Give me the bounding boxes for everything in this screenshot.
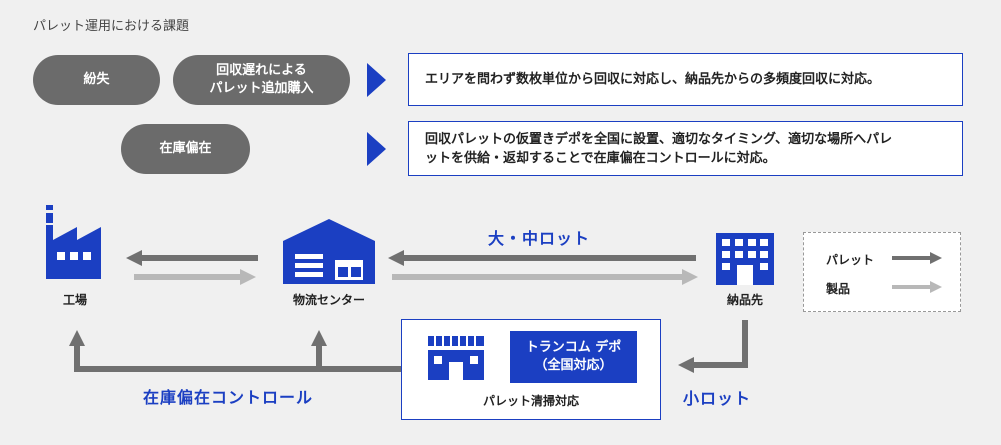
issue-stock-imbalance-pill: 在庫偏在 (121, 124, 250, 174)
product-arrow-center-to-delivery (392, 269, 698, 285)
solution-text-1: エリアを問わず数枚単位から回収に対応し、納品先からの多頻度回収に対応。 (425, 72, 881, 87)
small-lot-label: 小ロット (683, 389, 752, 408)
legend: パレット 製品 (803, 232, 961, 312)
arrow-right-icon (367, 132, 386, 166)
solution-box-1: エリアを問わず数枚単位から回収に対応し、納品先からの多頻度回収に対応。 (408, 53, 963, 106)
issue-loss-pill: 紛失 (33, 55, 160, 105)
legend-pallet-arrow (892, 252, 942, 264)
stock-control-label: 在庫偏在コントロール (143, 388, 314, 407)
factory-label: 工場 (62, 293, 87, 307)
pallet-arrow-delivery-to-depot (678, 320, 748, 373)
warehouse-icon (283, 219, 375, 284)
legend-pallet-label: パレット (826, 253, 875, 267)
pallet-arrow-center-to-factory (126, 250, 258, 266)
solution-box-2: 回収パレットの仮置きデポを全国に設置、適切なタイミング、適切な場所へパレ ットを… (408, 121, 963, 176)
solution-text-2-line2: ットを供給・返却することで在庫偏在コントロールに対応。 (425, 150, 776, 166)
pallet-arrow-depot-to-factory-center (69, 330, 402, 372)
pallet-arrow-delivery-to-center (388, 250, 696, 266)
depot-name: トランコム デポ (525, 340, 622, 355)
arrow-right-icon (367, 63, 386, 97)
depot-sub: （全国対応） (534, 358, 613, 373)
issue-late-return-pill: 回収遅れによる パレット追加購入 (173, 55, 350, 105)
building-icon (716, 233, 774, 285)
depot-caption: パレット清掃対応 (482, 394, 579, 408)
legend-product-arrow (892, 281, 942, 293)
delivery-destination-label: 納品先 (726, 293, 763, 307)
logistics-center-label: 物流センター (292, 293, 365, 307)
solution-text-2-line1: 回収パレットの仮置きデポを全国に設置、適切なタイミング、適切な場所へパレ (425, 131, 893, 147)
large-mid-lot-label: 大・中ロット (488, 229, 591, 248)
factory-icon (46, 205, 101, 279)
depot-box: トランコム デポ （全国対応） パレット清掃対応 (401, 319, 661, 420)
legend-product-label: 製品 (826, 282, 851, 296)
depot-badge: トランコム デポ （全国対応） (510, 331, 637, 383)
product-arrow-factory-to-center (134, 269, 256, 285)
depot-building-icon (428, 336, 484, 380)
page-title: パレット運用における課題 (33, 19, 190, 34)
